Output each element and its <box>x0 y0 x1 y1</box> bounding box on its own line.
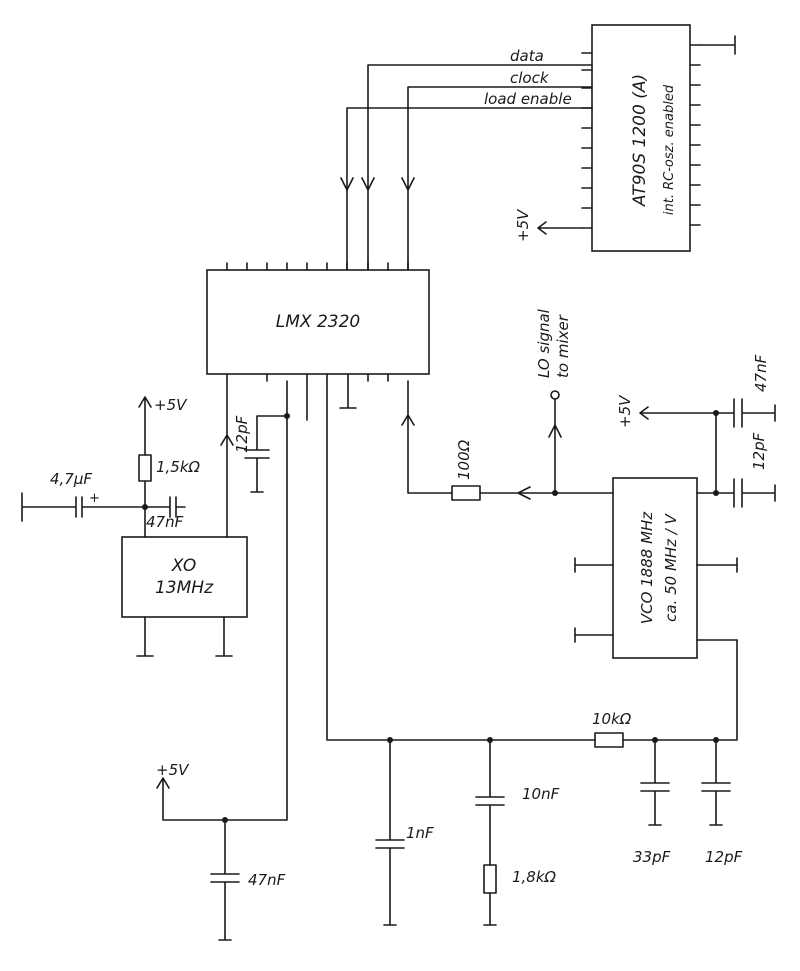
mcu-name: AT90S 1200 (A) <box>630 74 650 207</box>
vco-supply: +5V 47nF 12pF <box>616 354 776 508</box>
lo-label-line2: to mixer <box>554 314 572 378</box>
lo-label-line1: LO signal <box>535 308 553 378</box>
vco-gain: ca. 50 MHz / V <box>662 512 680 622</box>
c-in-label: 4,7µF <box>50 470 92 488</box>
c-in-plus: + <box>89 491 100 506</box>
c-xo-label: 47nF <box>146 513 184 531</box>
clock-label: clock <box>510 69 550 87</box>
xo-bias: + 4,7µF +5V 1,5kΩ 47nF <box>21 396 201 538</box>
r-1k8-label: 1,8kΩ <box>512 868 557 886</box>
xo-block: XO 13MHz <box>121 536 248 657</box>
bus-lines: data clock load enable <box>340 47 593 271</box>
c-12p-loop-label: 12pF <box>705 848 743 866</box>
vco-supply-label: +5V <box>616 394 634 428</box>
mcu-supply-label: +5V <box>514 208 532 242</box>
c-vco-mid-label: 12pF <box>750 432 768 470</box>
r-10k-label: 10kΩ <box>592 710 632 728</box>
c-vco-top-label: 47nF <box>752 354 770 392</box>
load-enable-line <box>346 107 593 271</box>
r-100-label: 100Ω <box>455 439 473 480</box>
c-10n-label: 10nF <box>522 785 560 803</box>
data-label: data <box>510 47 544 65</box>
mcu-block: +5V AT90S 1200 (A) int. RC-osz. enabled <box>514 24 736 252</box>
c-12p-pll-label: 12pF <box>233 415 251 453</box>
pll-supply: 12pF +5V 47nF <box>156 380 357 941</box>
mcu-note: int. RC-osz. enabled <box>662 84 677 215</box>
vco-feedback: 100Ω LO signal to mixer <box>401 308 572 501</box>
xo-supply-label: +5V <box>154 396 188 414</box>
c-33p-label: 33pF <box>633 848 671 866</box>
c-1n-label: 1nF <box>406 824 434 842</box>
r-xo-label: 1,5kΩ <box>156 458 201 476</box>
loop-filter: 10kΩ 1nF 10nF 1,8kΩ 33pF 12pF <box>326 380 743 926</box>
pll-name: LMX 2320 <box>276 312 360 332</box>
clock-line <box>407 86 593 271</box>
bottom-supply-label: +5V <box>156 761 190 779</box>
vco-name: VCO 1888 MHz <box>638 511 656 624</box>
vco-block: VCO 1888 MHz ca. 50 MHz / V <box>554 477 738 659</box>
load-enable-label: load enable <box>484 90 572 108</box>
xo-freq: 13MHz <box>155 578 214 598</box>
c-47n-bottom-label: 47nF <box>248 871 286 889</box>
pll-block: LMX 2320 <box>206 262 430 382</box>
xo-name: XO <box>171 556 196 576</box>
xo-to-pll <box>220 380 234 538</box>
data-line <box>367 64 593 271</box>
